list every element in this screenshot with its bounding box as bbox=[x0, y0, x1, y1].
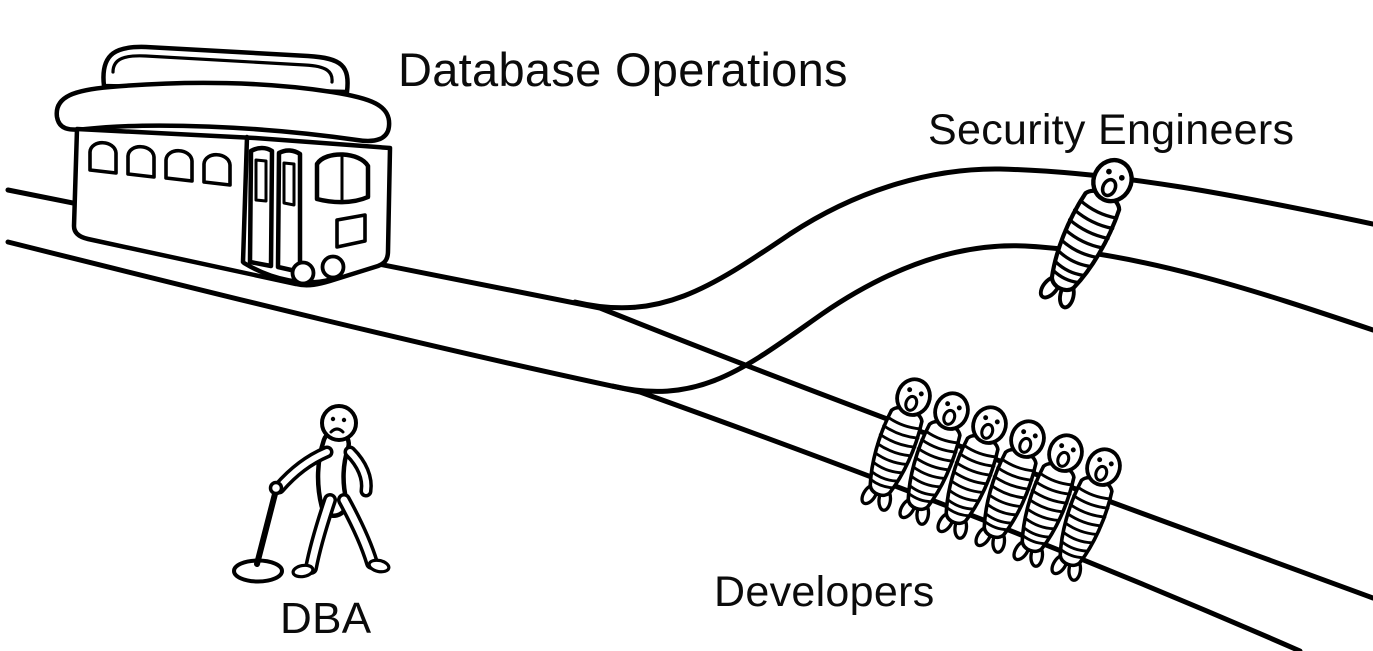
trolley-corner-edge bbox=[240, 134, 250, 265]
dba-frown bbox=[329, 427, 345, 434]
trolley-doors bbox=[247, 145, 303, 275]
trolley-front-wheels bbox=[290, 254, 346, 286]
trolley-label: Database Operations bbox=[398, 43, 848, 96]
lever bbox=[232, 487, 284, 584]
lever-stick bbox=[254, 487, 279, 567]
developers-label: Developers bbox=[714, 568, 935, 616]
trolley-door-window bbox=[254, 158, 268, 203]
branch-track-bottom-rail bbox=[609, 243, 1373, 394]
developers-figures bbox=[853, 371, 1129, 587]
dba-left-foot bbox=[291, 563, 315, 579]
trolley-front-bumper bbox=[241, 260, 335, 285]
trolley-door-window bbox=[282, 161, 296, 207]
trolley-roof bbox=[54, 80, 392, 144]
dba-figure bbox=[268, 404, 391, 579]
trolley-sign-box bbox=[335, 213, 367, 249]
branch-track-top-rail bbox=[572, 166, 1373, 311]
trolley-side-windows bbox=[88, 140, 232, 187]
trolley-illustration bbox=[54, 44, 393, 288]
dba-label: DBA bbox=[280, 594, 372, 643]
security-engineers-label: Security Engineers bbox=[928, 106, 1295, 154]
dba-right-foot bbox=[367, 558, 391, 574]
dba-head bbox=[320, 404, 358, 442]
trolley-clerestory-inner-line bbox=[111, 54, 334, 84]
lever-knob bbox=[268, 480, 284, 496]
